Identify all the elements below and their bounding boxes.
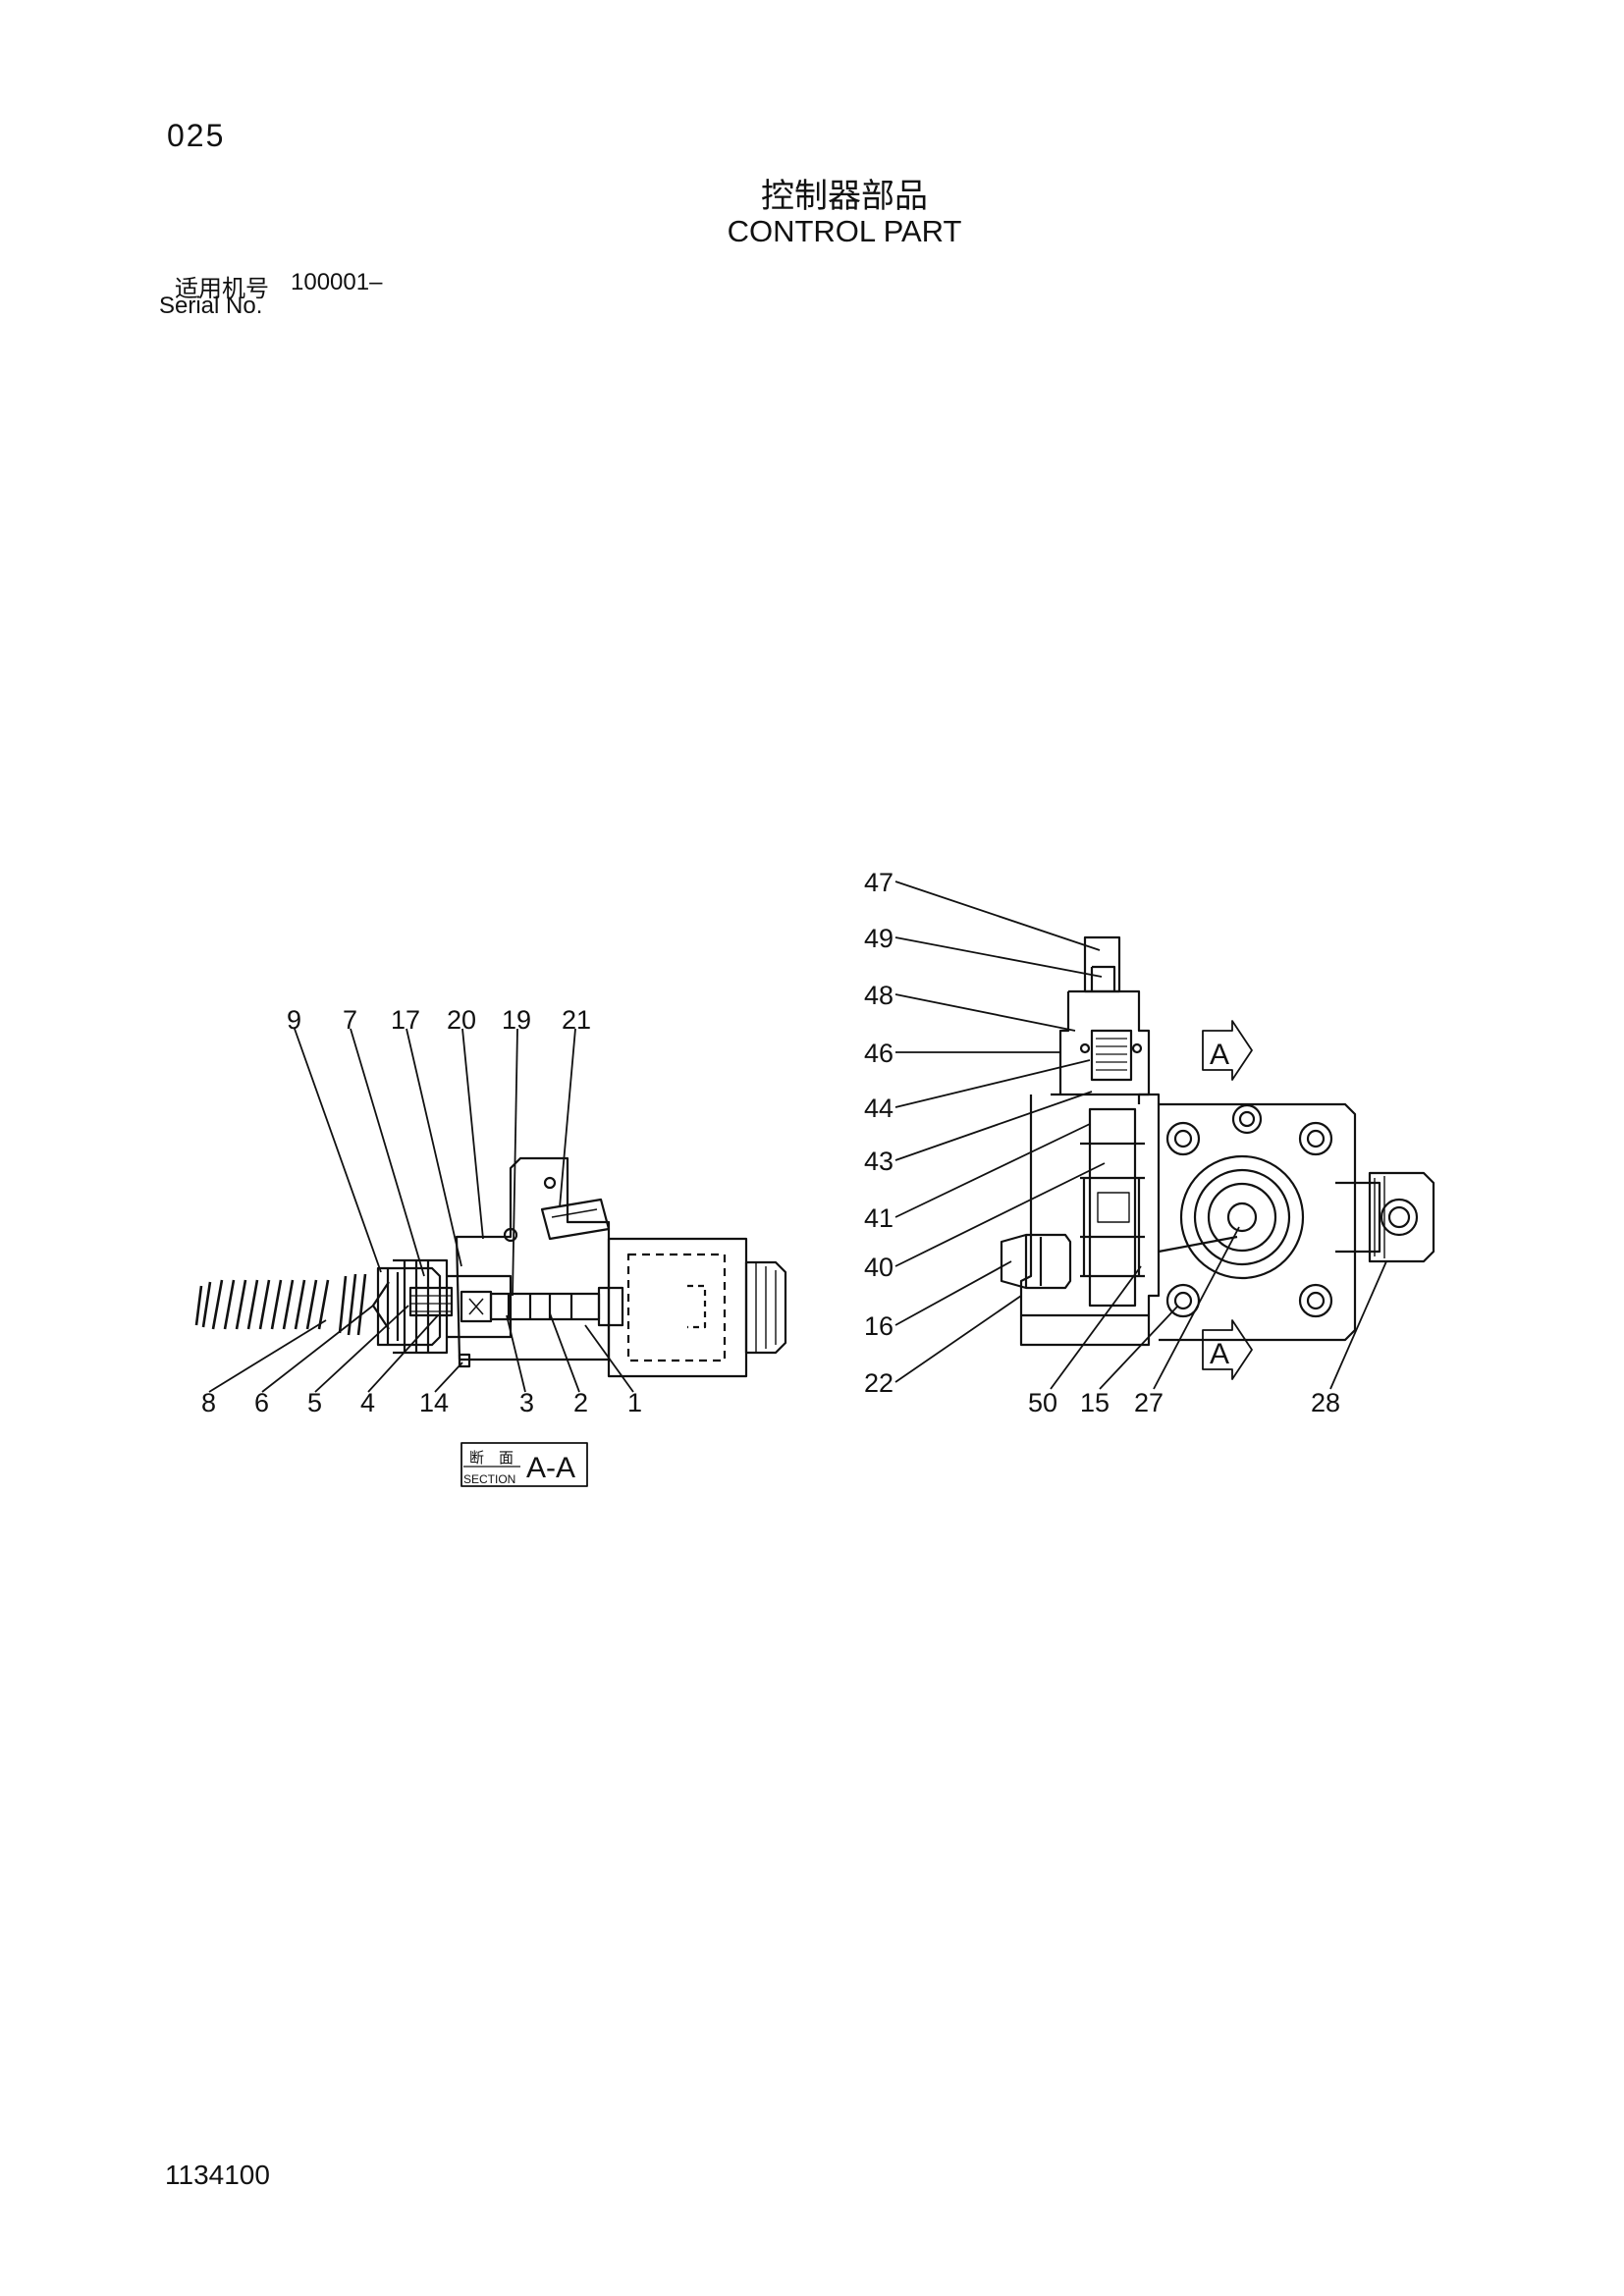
callout-8: 8 [201, 1388, 216, 1417]
callout-28: 28 [1311, 1388, 1340, 1417]
callout-50: 50 [1028, 1388, 1057, 1417]
callout-47: 47 [864, 868, 893, 897]
callout-9: 9 [287, 1005, 301, 1035]
document-code: 1134100 [165, 2160, 270, 2190]
callout-4: 4 [360, 1388, 375, 1417]
view-marker-label-bottom: A [1210, 1338, 1229, 1370]
callout-22: 22 [864, 1368, 893, 1398]
serial-label-english: Serial No. [159, 293, 263, 319]
coil-spring [194, 1273, 367, 1336]
serial-label-chinese: 适用机号 [175, 275, 269, 302]
callout-1: 1 [627, 1388, 642, 1417]
section-label-cn-2: 面 [499, 1450, 514, 1467]
callout-21: 21 [562, 1005, 591, 1035]
callout-44: 44 [864, 1094, 893, 1123]
callout-2: 2 [573, 1388, 588, 1417]
side-view-leaders [894, 881, 1387, 1390]
section-view-leaders [208, 1028, 634, 1393]
view-marker-arrow-top: A [1202, 1020, 1253, 1081]
side-view-callouts: 47 49 48 46 44 43 41 40 16 22 50 15 27 2… [864, 868, 1340, 1417]
view-marker-arrow-bottom: A [1202, 1319, 1253, 1380]
callout-41: 41 [864, 1203, 893, 1233]
view-marker-label-top: A [1210, 1039, 1229, 1071]
section-view-drawing [194, 1156, 787, 1378]
callout-19: 19 [502, 1005, 531, 1035]
callout-6: 6 [254, 1388, 269, 1417]
section-name: A-A [526, 1452, 575, 1484]
callout-7: 7 [343, 1005, 357, 1035]
callout-14: 14 [419, 1388, 449, 1417]
callout-48: 48 [864, 981, 893, 1010]
section-label-box: 断 面 SECTION A-A [460, 1442, 588, 1487]
callout-17: 17 [391, 1005, 420, 1035]
callout-43: 43 [864, 1147, 893, 1176]
callout-27: 27 [1134, 1388, 1164, 1417]
page-title-chinese: 控制器部品 [761, 177, 928, 216]
section-label-cn-1: 断 [469, 1450, 484, 1467]
page-number: 025 [167, 118, 226, 153]
side-view-drawing: A A [1000, 935, 1435, 1380]
callout-49: 49 [864, 924, 893, 953]
callout-5: 5 [307, 1388, 322, 1417]
callout-40: 40 [864, 1253, 893, 1282]
section-label-en: SECTION [463, 1472, 515, 1486]
callout-46: 46 [864, 1039, 893, 1068]
callout-3: 3 [519, 1388, 534, 1417]
page-title-english: CONTROL PART [727, 214, 962, 248]
serial-number-value: 100001– [291, 269, 383, 295]
section-view-callouts: 9 7 17 20 19 21 8 6 5 4 14 3 2 1 [201, 1005, 642, 1417]
callout-20: 20 [447, 1005, 476, 1035]
callout-15: 15 [1080, 1388, 1110, 1417]
callout-16: 16 [864, 1311, 893, 1341]
